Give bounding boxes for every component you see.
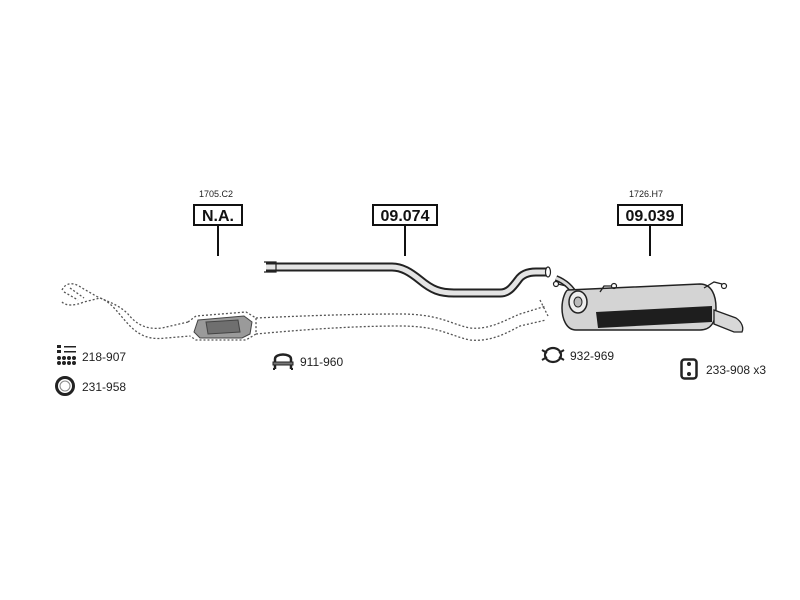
- u-clamp-icon: [272, 353, 294, 370]
- gasket-ring-icon: [55, 376, 75, 396]
- accessory-label-3: 911-960: [300, 355, 344, 369]
- part-code-box-2[interactable]: 09.074: [372, 204, 438, 226]
- band-clamp-icon: [541, 346, 565, 364]
- part-ref-1: 1705.C2: [199, 189, 234, 199]
- part-code-box-1[interactable]: N.A.: [193, 204, 243, 226]
- accessory-label-1: 218-907: [82, 350, 127, 364]
- leader-line-2: [404, 226, 406, 256]
- rear-silencer: [552, 275, 744, 333]
- rubber-mount-icon: [680, 358, 698, 380]
- bolts-nuts-icon: [57, 345, 76, 365]
- accessory-label-4: 932-969: [570, 349, 615, 363]
- front-pipe-catalyst-outline: [61, 283, 549, 341]
- part-code-box-3[interactable]: 09.039: [617, 204, 683, 226]
- accessory-label-2: 231-958: [82, 380, 127, 394]
- leader-line-3: [649, 226, 651, 256]
- part-ref-3: 1726.H7: [629, 189, 664, 199]
- leader-line-1: [217, 226, 219, 256]
- middle-pipe: [264, 261, 552, 298]
- catalyst-body: [193, 315, 253, 339]
- accessory-label-5: 233-908 x3: [706, 363, 767, 377]
